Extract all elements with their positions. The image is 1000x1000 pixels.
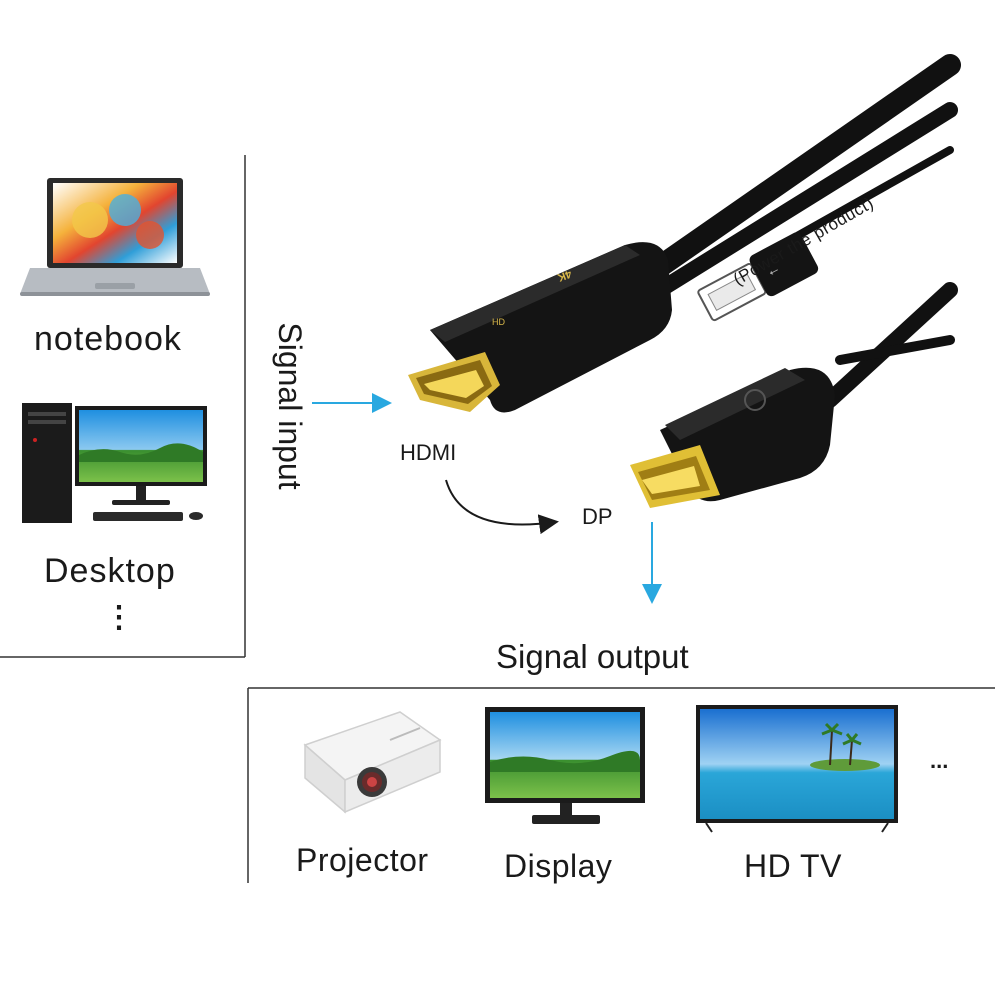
svg-text:4K: 4K: [556, 267, 573, 283]
more-sources-ellipsis: ⋮: [104, 601, 134, 634]
dp-label: DP: [582, 504, 613, 529]
desktop-label: Desktop: [44, 552, 176, 590]
svg-text:HD: HD: [492, 317, 505, 327]
hdmi-connector-housing: 4K HD: [408, 242, 672, 413]
conversion-arrow-icon: [445, 479, 559, 535]
signal-output-title: Signal output: [496, 638, 689, 675]
projector-label: Projector: [296, 842, 429, 878]
display-label: Display: [504, 848, 613, 884]
usb-power-plug: ⭠: [697, 232, 819, 322]
more-outputs-ellipsis: ...: [930, 748, 949, 773]
hdmi-label: HDMI: [400, 440, 457, 465]
hd-tv-label: HD TV: [744, 848, 842, 884]
displayport-connector: [630, 367, 835, 508]
notebook-label: notebook: [34, 320, 182, 358]
